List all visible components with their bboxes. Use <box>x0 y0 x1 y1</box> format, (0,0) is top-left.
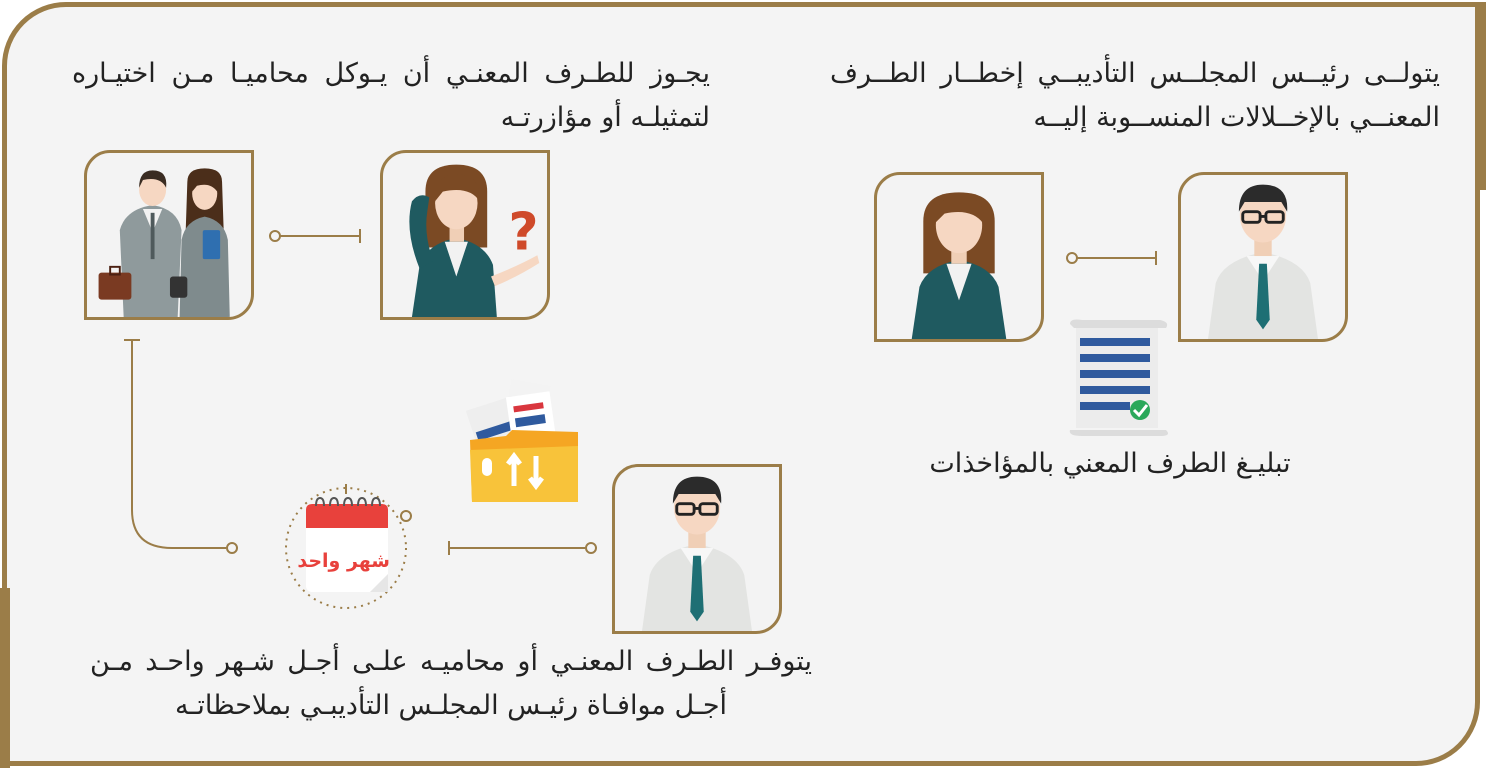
step2-line-1: يجـوز للطـرف المعنـي أن يـوكل محاميـا مـ… <box>72 58 710 89</box>
step1-line-1: يتولــى رئيــس المجلــس التأديبــي إخطــ… <box>830 58 1440 89</box>
step3-line-1: يتوفـر الطـرف المعنـي أو محاميـه علـى أج… <box>90 646 812 677</box>
notice-document-icon <box>1069 319 1168 436</box>
step3-line-2: أجـل موافـاة رئيـس المجلـس التأديبـي بمل… <box>174 690 728 721</box>
step1-caption: تبليـغ الطرف المعني بالمؤاخذات <box>929 448 1291 479</box>
council-president-icon <box>1208 184 1318 339</box>
questioning-party-icon: ? <box>409 164 540 317</box>
step3-description: يتوفـر الطـرف المعنـي أو محاميـه علـى أج… <box>90 640 812 728</box>
step2-description: يجـوز للطـرف المعنـي أن يـوكل محاميـا مـ… <box>72 52 710 140</box>
frame-tab-left <box>0 588 10 768</box>
calendar-label: شهر واحد <box>297 550 390 572</box>
document-folder <box>466 378 582 504</box>
step2-line-2: لتمثيلـه أو مؤازرتـه <box>500 102 710 133</box>
concerned-party-card <box>874 172 1044 342</box>
council-president-card <box>1178 172 1348 342</box>
svg-text:?: ? <box>508 202 538 262</box>
calendar-icon <box>285 484 412 609</box>
lawyers-icon <box>98 168 230 317</box>
lawyers-card <box>84 150 254 320</box>
concerned-party-icon <box>911 192 1007 339</box>
calendar <box>280 484 416 614</box>
council-president-icon <box>642 476 752 631</box>
step1-description: يتولــى رئيــس المجلــس التأديبــي إخطــ… <box>830 52 1440 140</box>
frame-tab-right <box>1476 2 1486 190</box>
step1-line-2: المعنــي بالإخــلالات المنســوبة إليــه <box>1033 102 1440 133</box>
notice-document <box>1062 318 1172 438</box>
diagram-frame <box>2 2 1480 766</box>
document-folder-icon <box>466 378 578 502</box>
questioning-party-card: ? <box>380 150 550 320</box>
council-president-card-2 <box>612 464 782 634</box>
